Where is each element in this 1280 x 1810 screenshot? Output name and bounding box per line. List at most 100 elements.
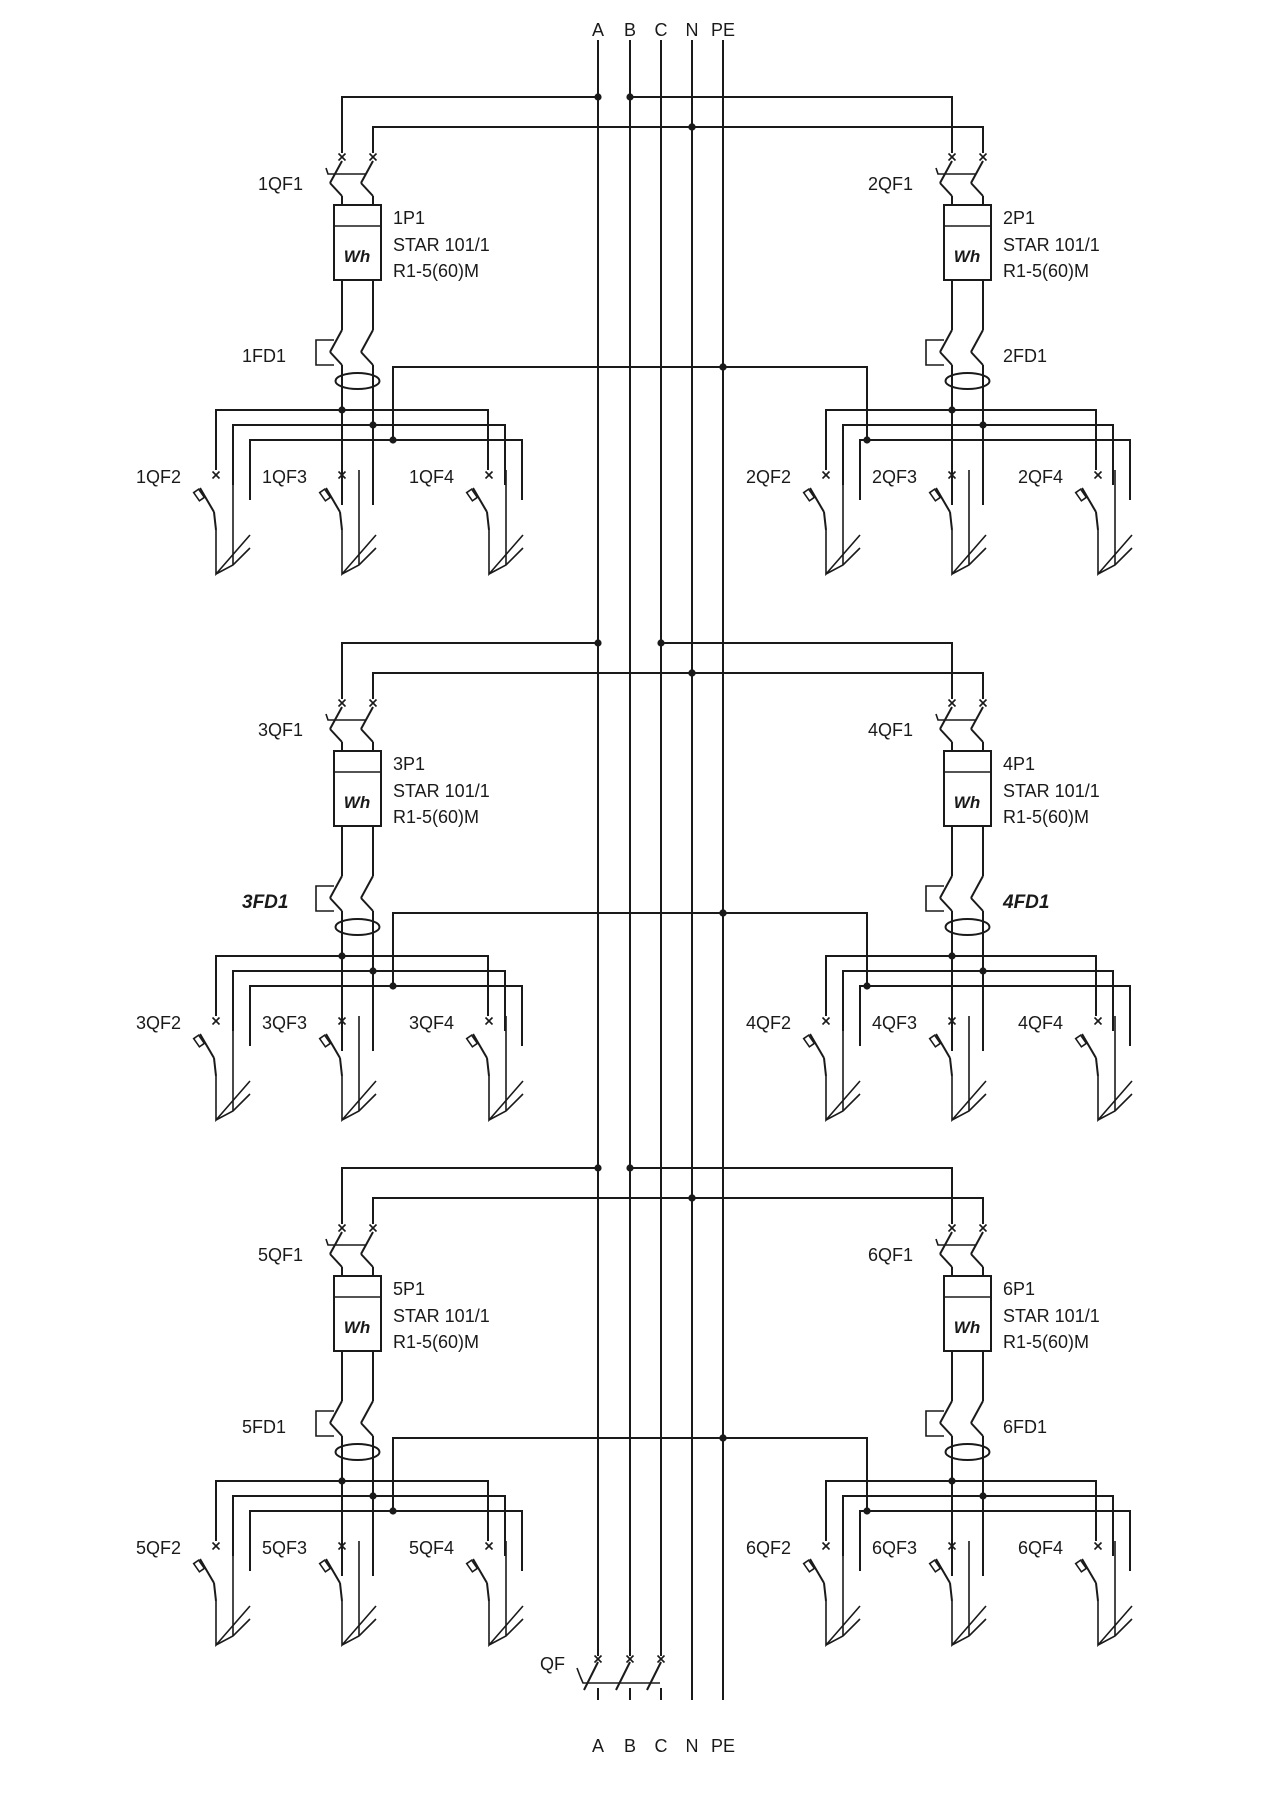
qf-out-blade: [199, 487, 215, 513]
qf-out-line: [213, 1582, 217, 1602]
qf1-out: [970, 728, 984, 743]
qf-out-line: [486, 1582, 490, 1602]
fd-trip-coil: [925, 1410, 944, 1437]
load-return: [215, 547, 251, 575]
qf-out-blade: [809, 1558, 825, 1584]
fd-trip-coil: [925, 885, 944, 912]
qf1-out: [329, 728, 343, 743]
meter-model: STAR 101/1: [1003, 1306, 1100, 1326]
phase-feed: [341, 642, 598, 699]
fd-blade: [970, 329, 984, 353]
qf1-blade: [360, 706, 374, 730]
neutral-feed: [372, 126, 692, 153]
phase-feed: [630, 1167, 953, 1224]
load-return: [341, 547, 377, 575]
qf-out-contact-mark: [211, 1541, 221, 1551]
qf1-blade: [329, 706, 343, 730]
pe-feed: [723, 366, 868, 440]
qf-out-label: 1QF4: [409, 467, 454, 487]
qf-out-line: [213, 511, 217, 531]
neutral-feed: [372, 1197, 692, 1224]
load-return: [825, 1093, 861, 1121]
meter-model: STAR 101/1: [393, 1306, 490, 1326]
qf1-out: [329, 182, 343, 197]
qf-out-trip: [928, 1034, 942, 1048]
fd-trip-coil: [315, 1410, 334, 1437]
qf1-contact-mark: [337, 1223, 347, 1233]
qf-out-line: [339, 511, 343, 531]
qf1-blade: [970, 1231, 984, 1255]
meter-model: STAR 101/1: [393, 235, 490, 255]
qf-out-contact-mark: [821, 470, 831, 480]
qf-out-line: [823, 1582, 827, 1602]
fd-trip-coil: [925, 339, 944, 366]
qf-out-label: 4QF2: [746, 1013, 791, 1033]
qf-out-trip: [802, 1559, 816, 1573]
fd-out: [939, 351, 953, 366]
fd-label: 5FD1: [242, 1417, 286, 1437]
meter-box: [333, 1275, 382, 1352]
neutral-rail: [842, 970, 1114, 1031]
qf-out-contact-mark: [484, 1541, 494, 1551]
pe-feed: [392, 912, 723, 986]
qf-out-trip: [318, 488, 332, 502]
qf-out-label: 2QF3: [872, 467, 917, 487]
qf-out-blade: [1081, 487, 1097, 513]
qf1-out: [970, 182, 984, 197]
qf-out-label: 5QF4: [409, 1538, 454, 1558]
fd-blade: [970, 1400, 984, 1424]
qf-out-line: [949, 1057, 953, 1077]
qf-out-blade: [935, 1033, 951, 1059]
fd-trip-coil: [315, 885, 334, 912]
qf-out-contact-mark: [1093, 470, 1103, 480]
qf-out-trip: [1074, 1034, 1088, 1048]
fd-toroid: [944, 1443, 991, 1461]
fd-out: [329, 351, 343, 366]
qf-out-contact-mark: [211, 470, 221, 480]
meter-model: STAR 101/1: [1003, 781, 1100, 801]
qf1-contact-mark: [337, 698, 347, 708]
qf1-contact-mark: [978, 152, 988, 162]
fd-blade: [360, 1400, 374, 1424]
qf-out-label: 2QF2: [746, 467, 791, 487]
fd-toroid: [944, 918, 991, 936]
neutral-rail: [232, 424, 506, 485]
fd-blade: [329, 1400, 343, 1424]
qf-out-trip: [1074, 488, 1088, 502]
qf-blade: [615, 1661, 631, 1691]
meter-symbol: Wh: [954, 1318, 980, 1337]
fd-out: [360, 1422, 374, 1437]
meter-label: 5P1: [393, 1279, 425, 1299]
qf-contact-mark: [656, 1654, 666, 1664]
phase-feed: [341, 96, 598, 153]
qf-out-trip: [928, 488, 942, 502]
qf-out-line: [339, 1057, 343, 1077]
meter-rating: R1-5(60)M: [1003, 261, 1089, 281]
load-return: [488, 547, 524, 575]
qf1-mechanism: [935, 167, 976, 175]
neutral-rail: [232, 970, 506, 1031]
qf-out-trip: [318, 1034, 332, 1048]
qf-out-label: 4QF3: [872, 1013, 917, 1033]
qf-out-contact-mark: [1093, 1016, 1103, 1026]
fd-label: 3FD1: [242, 892, 288, 913]
qf1-contact-mark: [947, 1223, 957, 1233]
meter-rating: R1-5(60)M: [393, 1332, 479, 1352]
qf-main-label: QF: [540, 1654, 565, 1674]
pe-feed: [723, 912, 868, 986]
qf-out-trip: [928, 1559, 942, 1573]
qf-out-blade: [1081, 1558, 1097, 1584]
qf-out-blade: [935, 1558, 951, 1584]
qf-out-blade: [199, 1033, 215, 1059]
bus-n-label-top: N: [686, 20, 699, 40]
load-return: [951, 1093, 987, 1121]
qf-out-trip: [192, 488, 206, 502]
qf-out-label: 6QF3: [872, 1538, 917, 1558]
qf-out-contact-mark: [947, 470, 957, 480]
qf-out-label: 5QF3: [262, 1538, 307, 1558]
qf-out-line: [949, 511, 953, 531]
qf-out-blade: [325, 1558, 341, 1584]
qf1-label: 2QF1: [868, 174, 913, 194]
bus-c-label-bottom: C: [655, 1736, 668, 1756]
qf1-blade: [329, 1231, 343, 1255]
